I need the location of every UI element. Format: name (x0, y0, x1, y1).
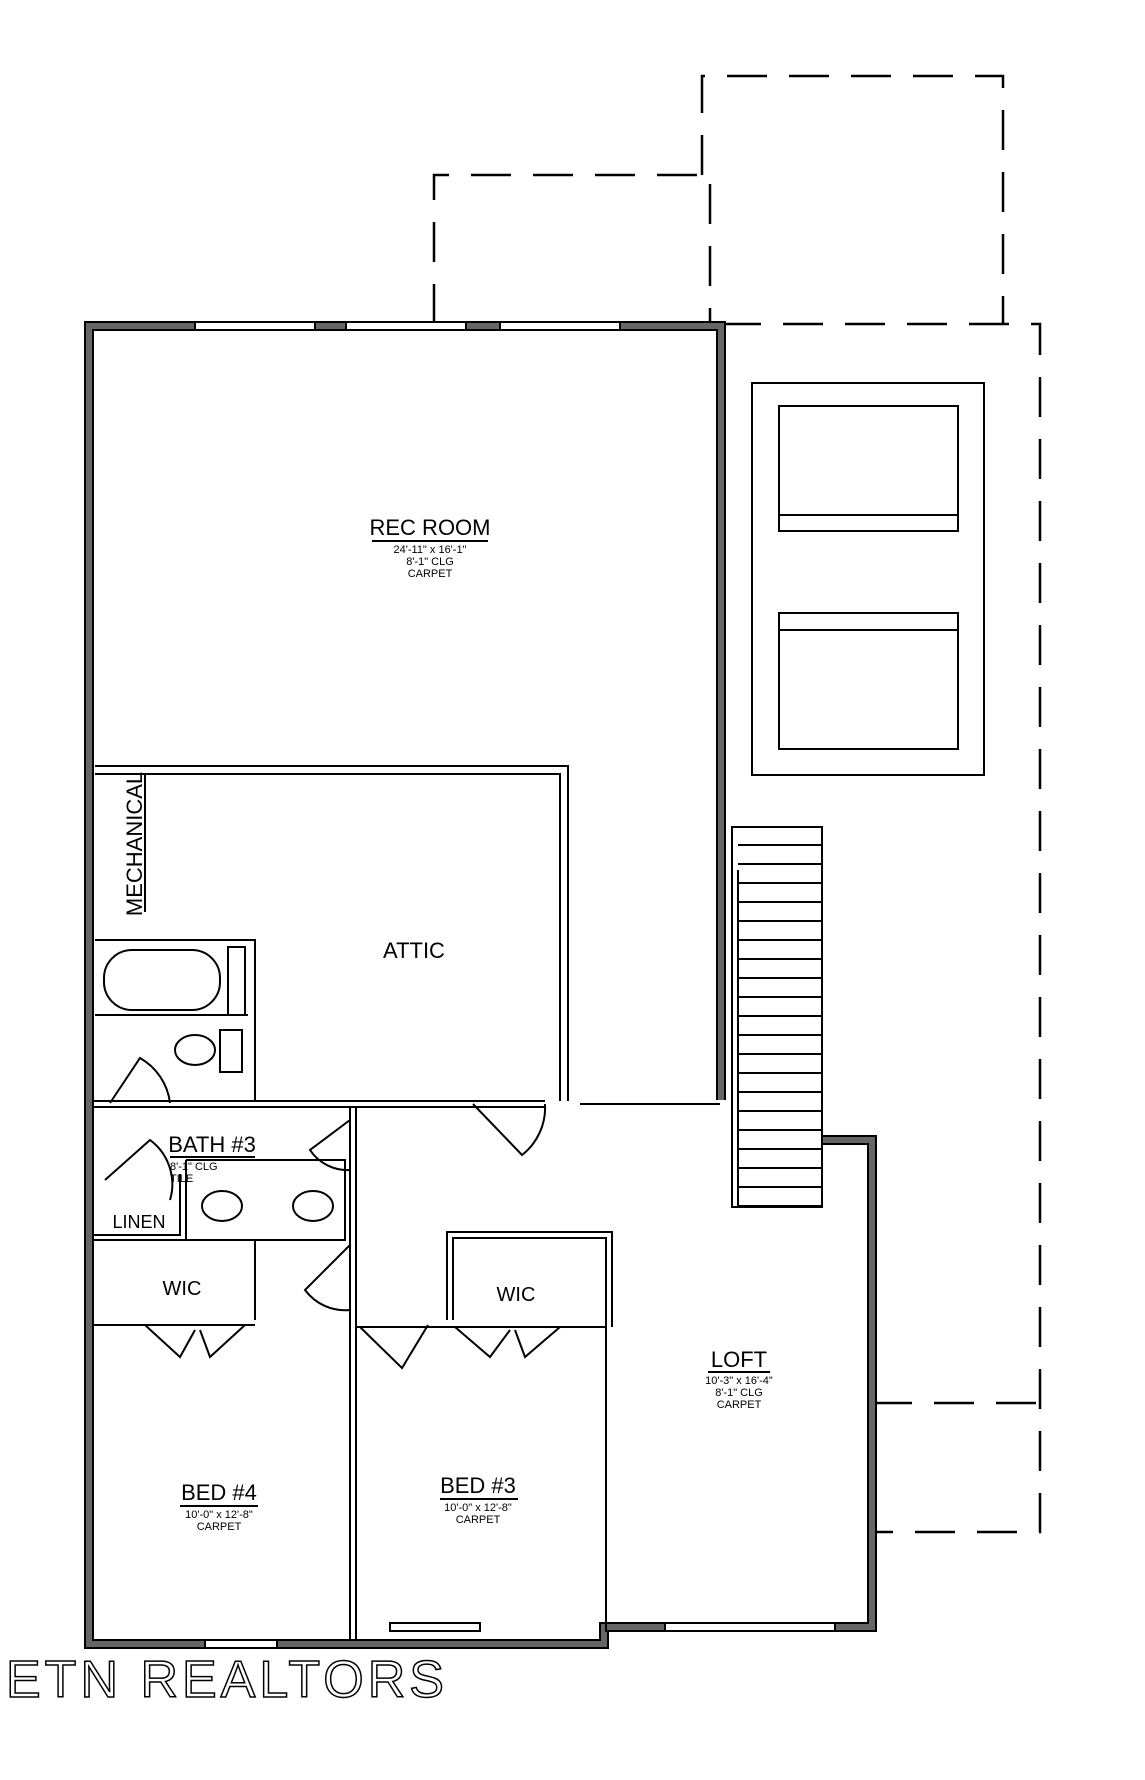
doors (104, 1056, 561, 1370)
bed3-floor: CARPET (456, 1514, 501, 1526)
rec-room-floor: CARPET (408, 568, 453, 580)
bath3-ceiling: 8'-1" CLG (170, 1161, 218, 1173)
wic-left-label: WIC (163, 1278, 202, 1300)
bath3-floor: TILE (170, 1173, 193, 1185)
mechanical-label: MECHANICAL (122, 772, 147, 916)
sink (292, 1190, 334, 1222)
bathroom-fixtures (103, 946, 334, 1222)
dashed-outline (432, 74, 1042, 1534)
rec-room-ceiling: 8'-1" CLG (406, 556, 454, 568)
loft-floor: CARPET (717, 1399, 762, 1411)
toilet (174, 1034, 216, 1066)
wic-right-label: WIC (497, 1284, 536, 1306)
bed4-floor: CARPET (197, 1521, 242, 1533)
bed4-dims: 10'-0" x 12'-8" (185, 1509, 253, 1521)
watermark: ETN REALTORS (5, 1650, 448, 1710)
bed3-dims: 10'-0" x 12'-8" (444, 1502, 512, 1514)
bed3-label: BED #3 (440, 1473, 516, 1498)
attic-label: ATTIC (383, 938, 445, 963)
exterior-walls (84, 321, 877, 1649)
interior-walls (93, 765, 720, 1640)
bath3-label: BATH #3 (168, 1132, 256, 1157)
loft-ceiling: 8'-1" CLG (715, 1387, 763, 1399)
linen-label: LINEN (112, 1212, 165, 1232)
loft-label: LOFT (711, 1347, 767, 1372)
rec-room-label: REC ROOM (370, 515, 491, 540)
bathtub (103, 949, 221, 1011)
car-outlines (751, 382, 985, 776)
sink (201, 1190, 243, 1222)
room-labels: REC ROOM 24'-11" x 16'-1" 8'-1" CLG CARP… (112, 515, 772, 1533)
rec-room-dims: 24'-11" x 16'-1" (394, 544, 467, 556)
staircase (731, 826, 823, 1208)
bed4-label: BED #4 (181, 1480, 257, 1505)
loft-dims: 10'-3" x 16'-4" (705, 1375, 773, 1387)
